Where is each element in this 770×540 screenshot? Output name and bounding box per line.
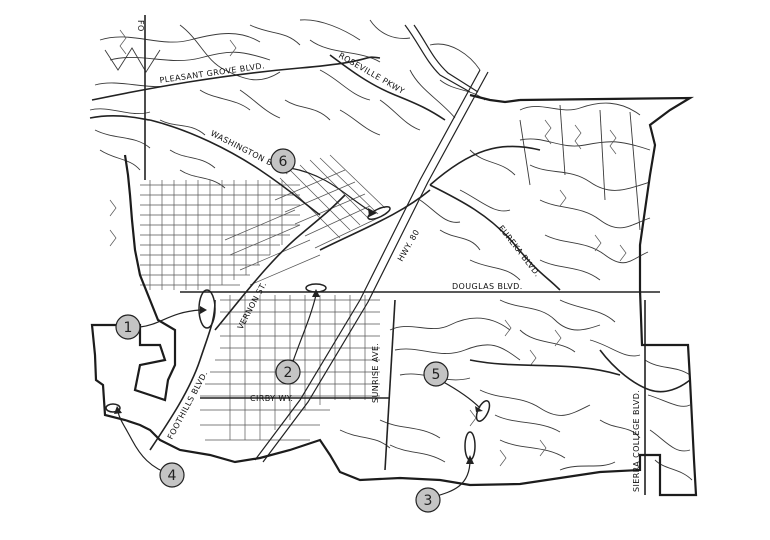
label-sierra-college: SIERRA COLLEGE BLVD. bbox=[632, 390, 641, 492]
marker-5: 5 bbox=[423, 361, 449, 387]
numbered-markers: 1 2 3 4 5 6 bbox=[115, 148, 449, 513]
marker-2-label: 2 bbox=[284, 365, 293, 381]
marker-6: 6 bbox=[270, 148, 296, 174]
marker-3: 3 bbox=[415, 487, 441, 513]
marker-1-label: 1 bbox=[124, 320, 133, 336]
marker-2: 2 bbox=[275, 359, 301, 385]
label-sunrise: SUNRISE AVE. bbox=[371, 343, 380, 403]
city-boundary bbox=[90, 93, 698, 497]
label-fo-edge: FO bbox=[136, 20, 145, 32]
marker-3-label: 3 bbox=[424, 493, 433, 509]
street-network bbox=[89, 19, 693, 481]
marker-6-label: 6 bbox=[279, 154, 288, 170]
label-douglas: DOUGLAS BLVD. bbox=[452, 282, 523, 291]
major-roads bbox=[89, 15, 691, 495]
marker-4: 4 bbox=[159, 462, 185, 488]
marker-5-label: 5 bbox=[432, 367, 441, 383]
marker-1: 1 bbox=[115, 314, 141, 340]
marker-4-label: 4 bbox=[168, 468, 177, 484]
label-cirby: CIRBY WY. bbox=[250, 394, 293, 403]
